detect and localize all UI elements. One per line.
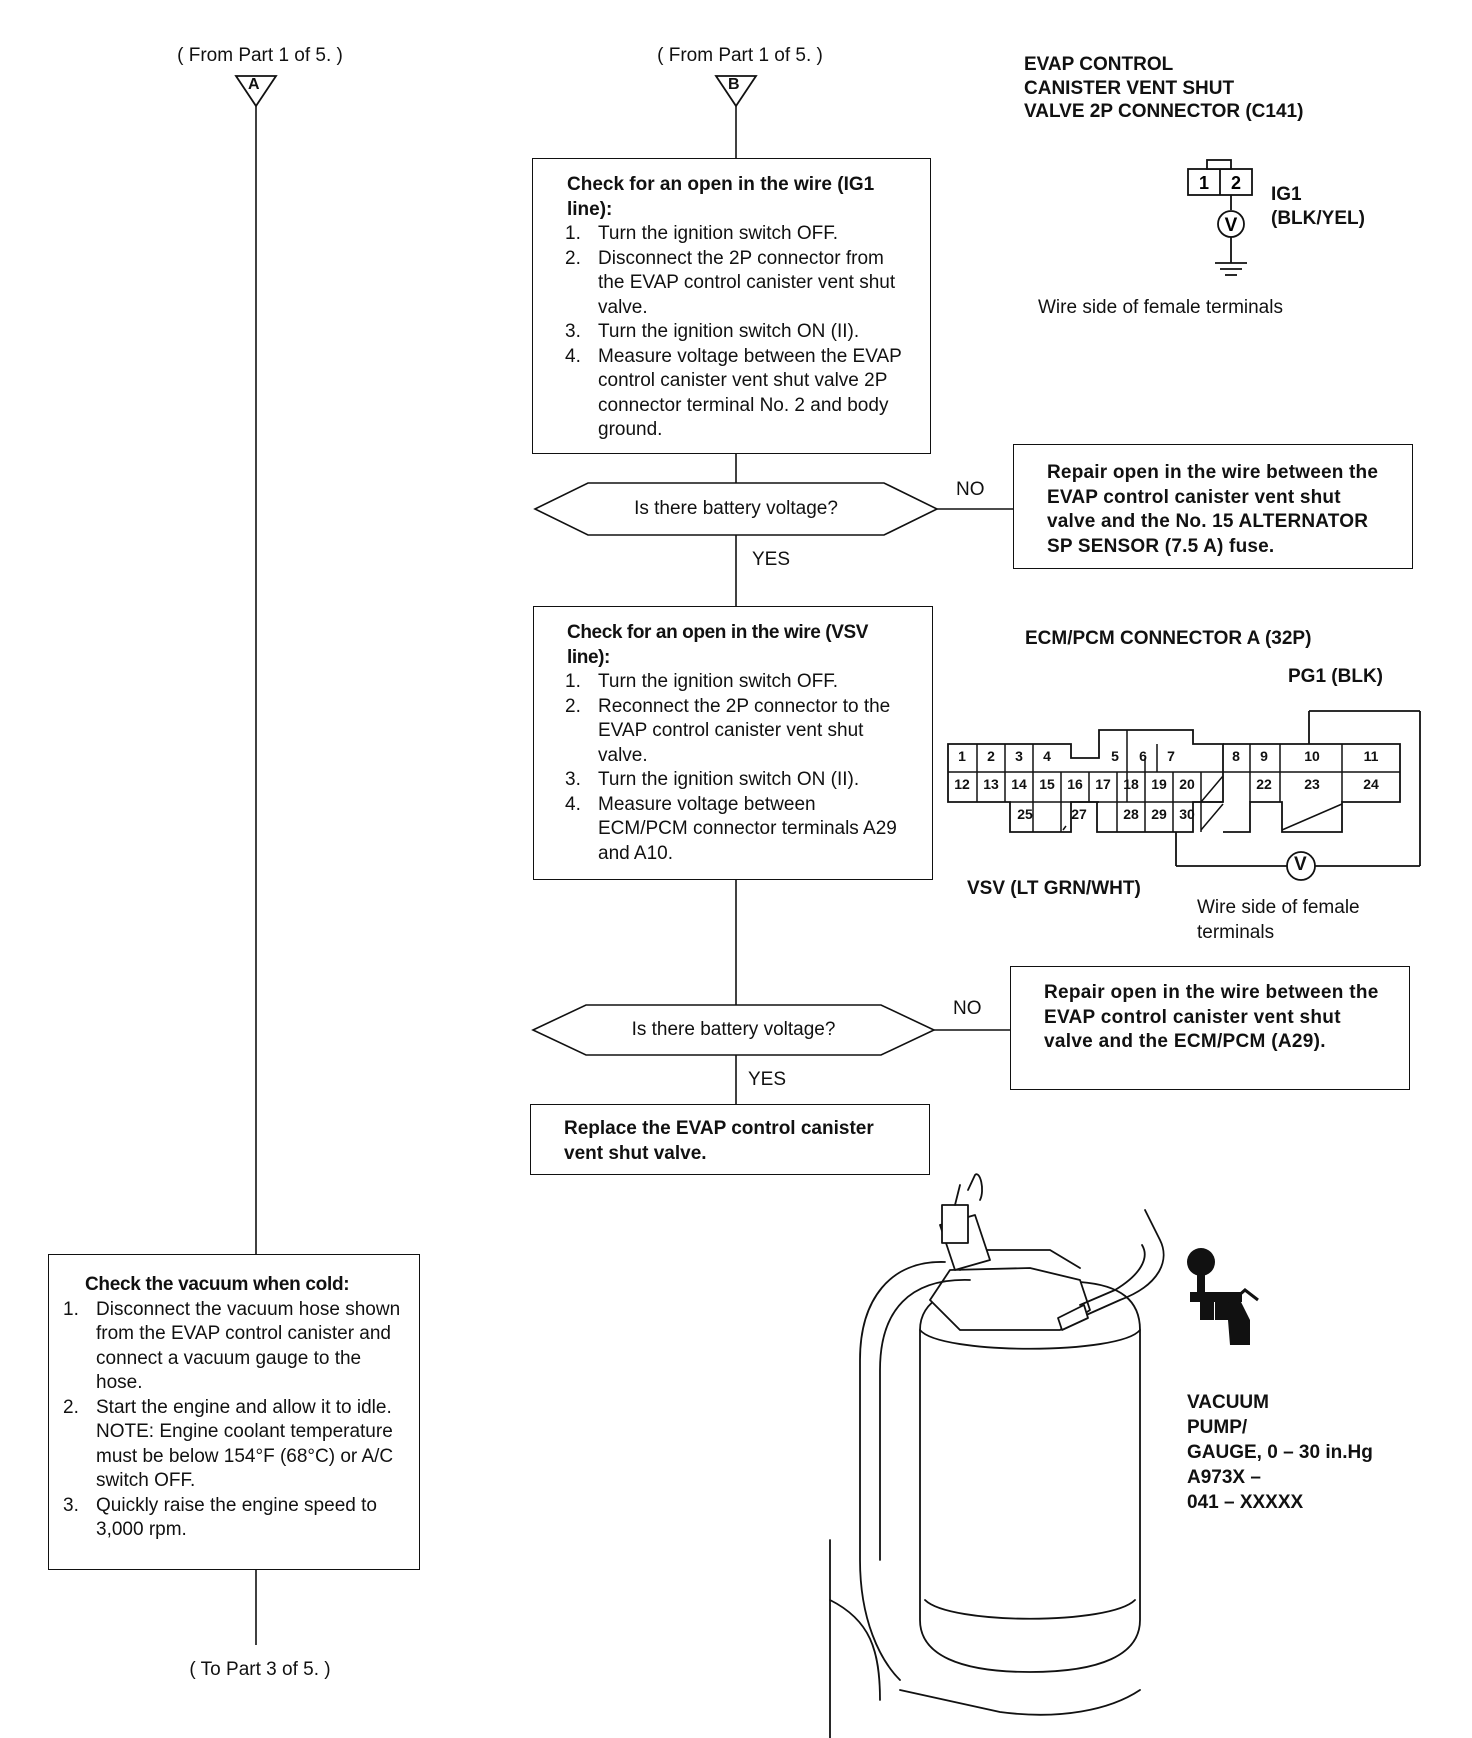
connector2-vsv-label: VSV (LT GRN/WHT) — [967, 878, 1141, 899]
vsv-step-1: 1.Turn the ignition switch OFF. — [565, 671, 839, 692]
vsv-step-3: 3.Turn the ignition switch ON (II). — [565, 769, 860, 790]
tool-label-line-2: PUMP/ — [1187, 1417, 1248, 1438]
decision-2-yes-label: YES — [748, 1069, 787, 1090]
pin-7: 7 — [1167, 748, 1175, 764]
left-box-steps: 1.Disconnect the vacuum hose shown from … — [63, 1298, 409, 1543]
decision-1-no-label: NO — [956, 479, 985, 500]
pin-30: 30 — [1179, 806, 1195, 822]
vsv-step-4: 4.Measure voltage between ECM/PCM connec… — [565, 793, 897, 864]
vacuum-pump-gauge-icon — [1187, 1248, 1259, 1345]
check-vsv-title: Check for an open in the wire (VSV line)… — [567, 622, 869, 668]
pin-2: 2 — [987, 748, 995, 764]
connector1-title-line-3: VALVE 2P CONNECTOR (C141) — [1024, 101, 1304, 122]
connector1-title-line-2: CANISTER VENT SHUT — [1024, 77, 1235, 99]
check-ig1-steps: 1.Turn the ignition switch OFF. 2.Discon… — [565, 222, 904, 443]
left-step-3: 3.Quickly raise the engine speed to 3,00… — [63, 1494, 377, 1541]
pin-17: 17 — [1095, 776, 1111, 792]
connector1-caption: Wire side of female terminals — [1038, 297, 1283, 318]
tool-label-line-3: GAUGE, 0 – 30 in.Hg — [1187, 1442, 1373, 1463]
ig1-step-2: 2.Disconnect the 2P connector from the E… — [565, 247, 896, 318]
left-connector-letter: A — [248, 76, 260, 93]
connector1-pin-1: 1 — [1199, 173, 1209, 193]
pin-6: 6 — [1139, 748, 1147, 764]
left-from-label: ( From Part 1 of 5. ) — [177, 45, 343, 66]
canister-top — [929, 1267, 1091, 1331]
ig1-step-1: 1.Turn the ignition switch OFF. — [565, 223, 839, 244]
check-ig1-box: Check for an open in the wire (IG1 line)… — [532, 158, 931, 454]
vsv-step-2: 2.Reconnect the 2P connector to the EVAP… — [565, 695, 891, 766]
left-step-2: 2.Start the engine and allow it to idle.… — [63, 1396, 394, 1492]
valve-connector-plug — [941, 1204, 969, 1244]
connector2-pg1-label: PG1 (BLK) — [1288, 666, 1383, 687]
vacuum-hose — [1074, 1209, 1165, 1321]
repair-fuse-box: Repair open in the wire between the EVAP… — [1013, 444, 1413, 569]
left-box-title: Check the vacuum when cold: — [85, 1274, 350, 1295]
pin-25: 25 — [1017, 806, 1033, 822]
connector-triangle-b — [714, 75, 758, 108]
tool-label: VACUUM PUMP/ GAUGE, 0 – 30 in.Hg A973X –… — [1187, 1390, 1373, 1515]
connector1-wire-label: IG1 (BLK/YEL) — [1271, 183, 1365, 231]
pin-29: 29 — [1151, 806, 1167, 822]
pin-12: 12 — [954, 776, 970, 792]
decision-2-no-label: NO — [953, 998, 982, 1019]
connector1-wire-ig1: IG1 — [1271, 184, 1302, 205]
tool-label-line-4: A973X – — [1187, 1467, 1261, 1488]
pin-27: 27 — [1071, 806, 1087, 822]
connector1-wire-color: (BLK/YEL) — [1271, 208, 1365, 229]
check-vsv-box: Check for an open in the wire (VSV line)… — [533, 606, 933, 880]
replace-valve-box: Replace the EVAP control canister vent s… — [530, 1104, 930, 1175]
connector2-caption-line-1: Wire side of female — [1197, 897, 1360, 918]
tool-label-line-1: VACUUM — [1187, 1392, 1269, 1413]
pin-16: 16 — [1067, 776, 1083, 792]
left-step-2-note: NOTE: Engine coolant temperature must be… — [96, 1421, 394, 1491]
pin-19: 19 — [1151, 776, 1167, 792]
check-ig1-title: Check for an open in the wire (IG1 line)… — [567, 174, 875, 220]
pin-11: 11 — [1363, 748, 1379, 764]
pin-9: 9 — [1260, 748, 1268, 764]
pin-22: 22 — [1256, 776, 1272, 792]
connector2-meter-v: V — [1294, 854, 1307, 875]
left-to-label: ( To Part 3 of 5. ) — [189, 1659, 331, 1680]
pin-20: 20 — [1179, 776, 1195, 792]
canister-body — [919, 1281, 1141, 1673]
check-vsv-steps: 1.Turn the ignition switch OFF. 2.Reconn… — [565, 670, 906, 866]
connector1-title: EVAP CONTROL CANISTER VENT SHUT VALVE 2P… — [1024, 53, 1303, 124]
pin-14: 14 — [1011, 776, 1027, 792]
ig1-step-3: 3.Turn the ignition switch ON (II). — [565, 321, 860, 342]
pin-28: 28 — [1123, 806, 1139, 822]
decision-1-question: Is there battery voltage? — [634, 498, 838, 519]
middle-connector-letter: B — [728, 76, 740, 93]
ig1-step-4: 4.Measure voltage between the EVAP contr… — [565, 345, 902, 441]
connector2-caption-line-2: terminals — [1197, 921, 1275, 943]
pin-4: 4 — [1043, 748, 1051, 764]
decision-2-question: Is there battery voltage? — [631, 1019, 836, 1040]
pin-24: 24 — [1363, 776, 1379, 792]
connector2-caption: Wire side of female terminals — [1197, 896, 1360, 945]
decision-1-yes-label: YES — [752, 549, 791, 570]
pin-10: 10 — [1304, 748, 1320, 764]
connector1-pin-2: 2 — [1231, 173, 1241, 193]
left-check-box: Check the vacuum when cold: 1.Disconnect… — [48, 1254, 420, 1570]
connector-triangle-a — [234, 75, 278, 108]
connector-32p-drawing — [947, 710, 1421, 881]
middle-from-label: ( From Part 1 of 5. ) — [657, 45, 823, 66]
pin-15: 15 — [1039, 776, 1055, 792]
left-step-1: 1.Disconnect the vacuum hose shown from … — [63, 1298, 401, 1394]
tool-label-line-5: 041 – XXXXX — [1187, 1492, 1304, 1513]
connector1-title-line-1: EVAP CONTROL — [1024, 54, 1174, 75]
connector-2p-drawing — [1187, 159, 1253, 276]
repair-ecm-box: Repair open in the wire between the EVAP… — [1010, 966, 1410, 1090]
pin-8: 8 — [1232, 748, 1240, 764]
canister-left-hose — [859, 1261, 946, 1681]
connector1-meter-v: V — [1225, 215, 1238, 236]
pin-23: 23 — [1304, 776, 1320, 792]
pin-13: 13 — [983, 776, 999, 792]
pin-5: 5 — [1111, 748, 1119, 764]
pin-1: 1 — [958, 748, 966, 764]
connector2-title: ECM/PCM CONNECTOR A (32P) — [1025, 628, 1312, 649]
pin-3: 3 — [1015, 748, 1023, 764]
